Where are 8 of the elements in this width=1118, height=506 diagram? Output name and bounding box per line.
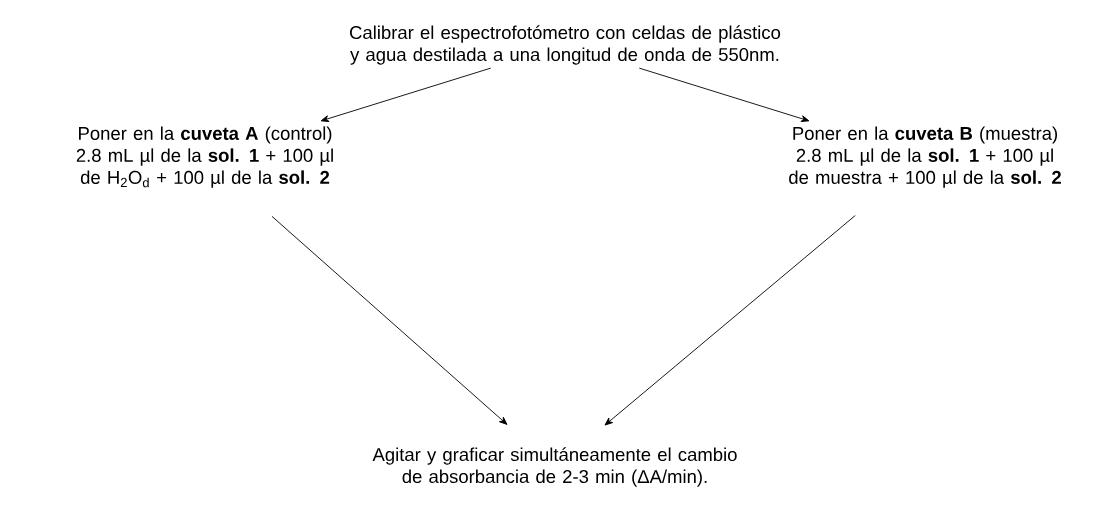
arrow: [638, 67, 810, 122]
step-text: Poner en la cuveta B (muestra) 2.8 mL µl de la sol. 1 + 100 µl de muestra + 100 µl de la sol. 2: [789, 126, 1061, 188]
arrow: [271, 215, 508, 425]
step-text: Poner en la cuveta A (control) 2.8 mL µl de la sol. 1 + 100 µl de H$_{2}$O$_{d}$ + 100 µl de la sol. 2: [76, 126, 333, 188]
arrow: [604, 215, 856, 426]
step-text: Agitar y graficar simultáneamente el cambio de absorbancia de 2-3 min (ΔA/min).: [372, 447, 737, 487]
step-text: Calibrar el espectrofotómetro con celdas de plástico y agua destilada a una longitud de onda de 550nm.: [350, 25, 781, 65]
arrow: [320, 67, 492, 122]
